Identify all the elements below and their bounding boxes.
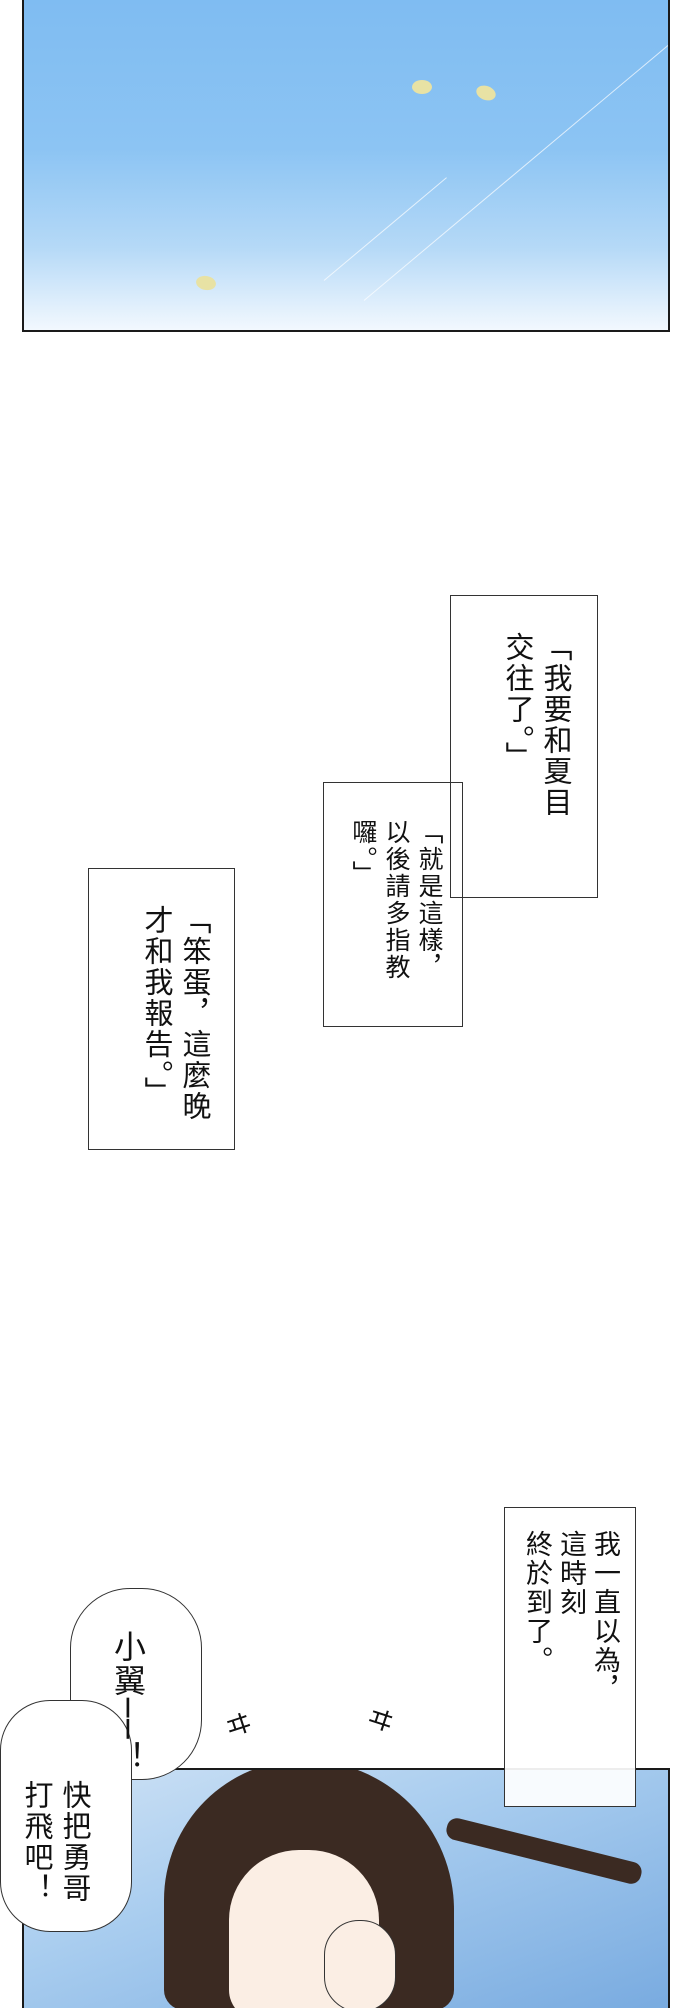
petal-icon: [474, 83, 498, 103]
caption-box-middle: 「就是這樣， 以後請多指教 囉。」: [323, 782, 463, 1027]
speech-text-shout: 快把勇哥 打飛吧！: [20, 1780, 92, 1904]
caption-text-middle: 「就是這樣， 以後請多指教 囉。」: [349, 819, 444, 981]
petal-icon: [412, 80, 432, 94]
speech-text-call: 小翼──！: [109, 1630, 147, 1775]
sfx-right: ヰ: [363, 1702, 398, 1740]
light-streak: [323, 177, 447, 281]
girl-illustration-panel: [22, 1768, 670, 2008]
sky-panel: [22, 0, 670, 332]
caption-box-top-right: 「我要和夏目 交往了。」: [450, 595, 598, 898]
caption-box-bottom-right: 我一直以為， 這時刻 終於到了。: [504, 1507, 636, 1807]
caption-text-bottom-right: 我一直以為， 這時刻 終於到了。: [521, 1530, 620, 1704]
light-streak: [363, 30, 668, 301]
girl-ponytail: [444, 1816, 644, 1886]
sfx-left: ヰ: [221, 1707, 256, 1745]
caption-box-left: 「笨蛋，這麼晚 才和我報告。」: [88, 868, 235, 1150]
girl-hand: [324, 1920, 396, 2008]
speech-bubble-lower: [0, 1700, 132, 1932]
petal-icon: [194, 274, 218, 292]
caption-text-left: 「笨蛋，這麼晚 才和我報告。」: [140, 905, 212, 1122]
caption-text-top-right: 「我要和夏目 交往了。」: [501, 632, 573, 818]
